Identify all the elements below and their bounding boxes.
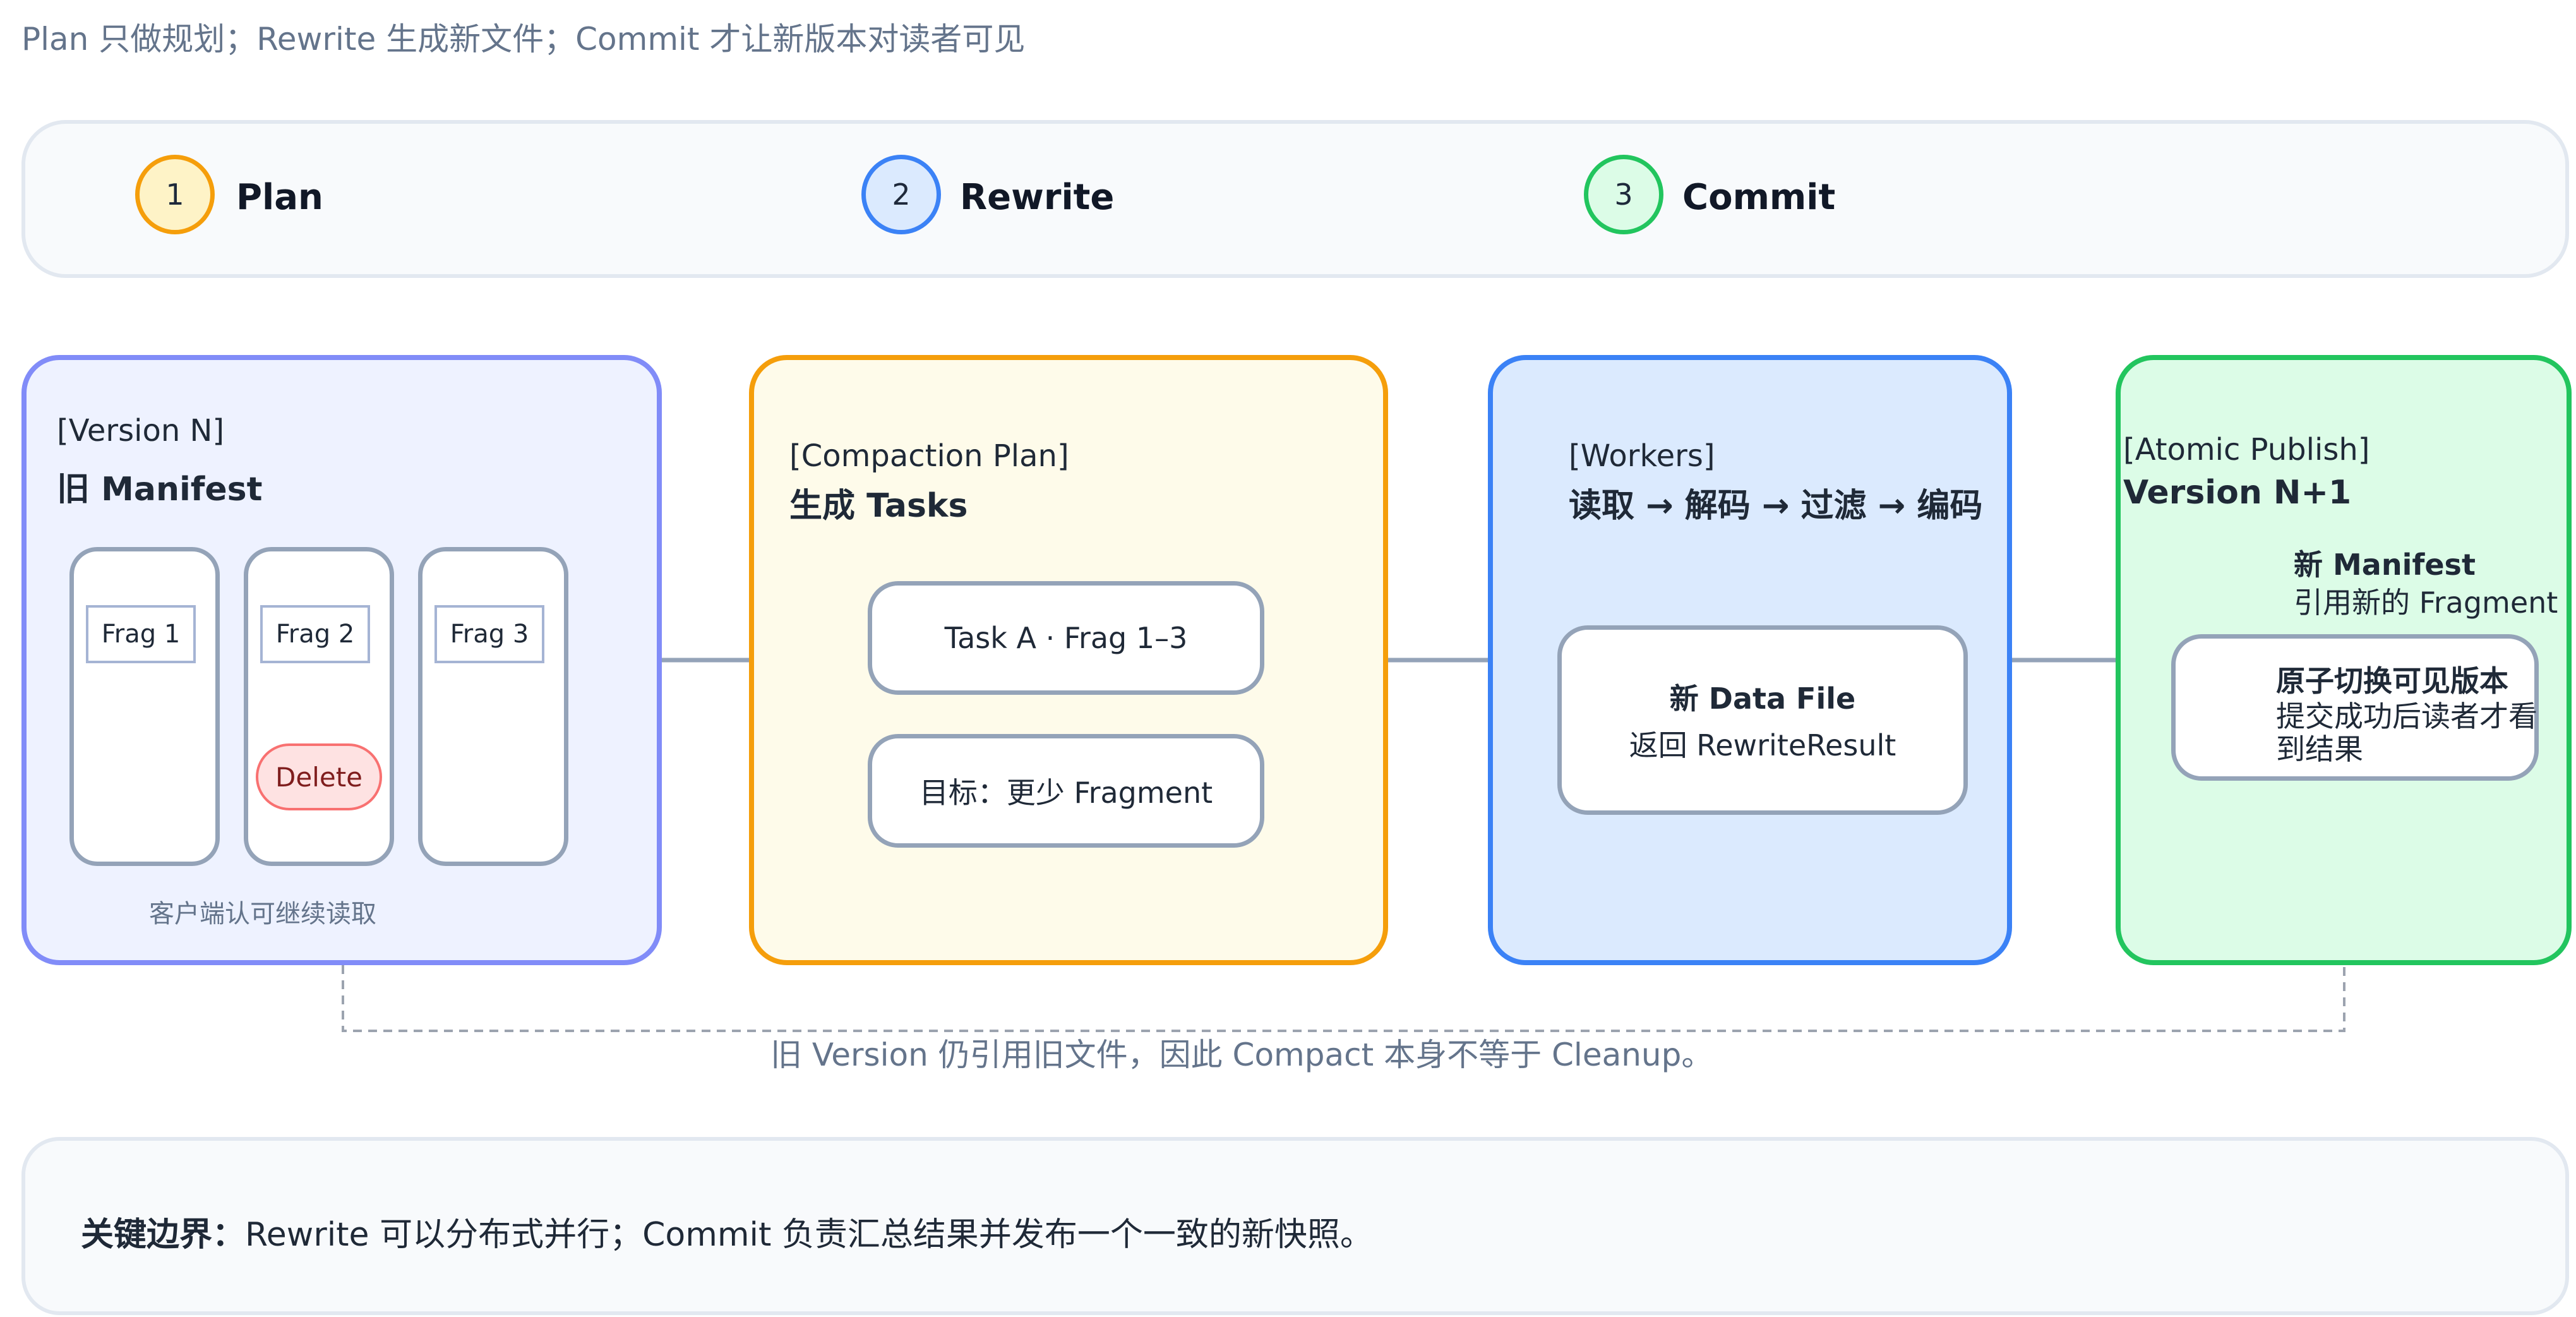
- new-data-file-box: 新 Data File 返回 RewriteResult: [1557, 625, 1968, 815]
- goal-box: 目标：更少 Fragment: [868, 734, 1264, 848]
- atomic-publish-tag: [Atomic Publish]: [2123, 432, 2370, 467]
- dashed-retention-link: [342, 965, 2345, 1032]
- version-n-title: 旧 Manifest: [57, 471, 263, 508]
- fragment-column-2: [244, 547, 394, 866]
- atomic-switch-line-2: 到结果: [2276, 732, 2363, 766]
- compaction-plan-tag: [Compaction Plan]: [789, 438, 1069, 474]
- frag-1-label: Frag 1: [86, 605, 196, 663]
- step-1-label: Plan: [236, 177, 323, 218]
- frag-3-label: Frag 3: [434, 605, 544, 663]
- atomic-publish-title: Version N+1: [2123, 474, 2352, 512]
- step-1-number: 1: [165, 177, 184, 212]
- key-boundary-body: Rewrite 可以分布式并行；Commit 负责汇总结果并发布一个一致的新快照…: [245, 1216, 1373, 1254]
- version-n-caption: 客户端认可继续读取: [149, 899, 376, 929]
- step-3-number: 3: [1614, 177, 1633, 212]
- frag-2-label: Frag 2: [260, 605, 370, 663]
- fragment-column-3: [418, 547, 568, 866]
- new-manifest-subtitle: 引用新的 Fragment: [2294, 586, 2558, 620]
- new-data-file-title: 新 Data File: [1669, 682, 1856, 716]
- step-3-circle: 3: [1584, 155, 1663, 234]
- atomic-switch-box: [2171, 634, 2539, 781]
- workers-tag: [Workers]: [1569, 438, 1715, 474]
- workers-title: 读取 → 解码 → 过滤 → 编码: [1569, 487, 1983, 525]
- delete-badge: Delete: [256, 743, 382, 810]
- atomic-switch-title: 原子切换可见版本: [2276, 664, 2508, 698]
- new-manifest-title: 新 Manifest: [2294, 548, 2476, 582]
- retention-note: 旧 Version 仍引用旧文件，因此 Compact 本身不等于 Cleanu…: [770, 1037, 1713, 1073]
- step-2-number: 2: [892, 177, 911, 212]
- step-2-circle: 2: [861, 155, 941, 234]
- diagram-subtitle: Plan 只做规划；Rewrite 生成新文件；Commit 才让新版本对读者可…: [21, 21, 1026, 57]
- compaction-plan-title: 生成 Tasks: [789, 487, 968, 525]
- key-boundary-label: 关键边界：: [81, 1216, 246, 1254]
- goal-label: 目标：更少 Fragment: [919, 776, 1213, 810]
- steps-bar: [21, 120, 2569, 278]
- key-boundary-text: 关键边界：Rewrite 可以分布式并行；Commit 负责汇总结果并发布一个一…: [81, 1208, 1373, 1255]
- key-boundary-box: [21, 1137, 2569, 1315]
- task-a-label: Task A · Frag 1–3: [944, 621, 1188, 655]
- fragment-column-1: [69, 547, 220, 866]
- step-2-label: Rewrite: [960, 177, 1115, 218]
- step-1-circle: 1: [135, 155, 215, 234]
- step-3-label: Commit: [1682, 177, 1836, 218]
- atomic-switch-line-1: 提交成功后读者才看: [2276, 699, 2537, 733]
- version-n-tag: [Version N]: [57, 413, 225, 448]
- task-a-box: Task A · Frag 1–3: [868, 581, 1264, 695]
- new-data-file-subtitle: 返回 RewriteResult: [1629, 728, 1896, 762]
